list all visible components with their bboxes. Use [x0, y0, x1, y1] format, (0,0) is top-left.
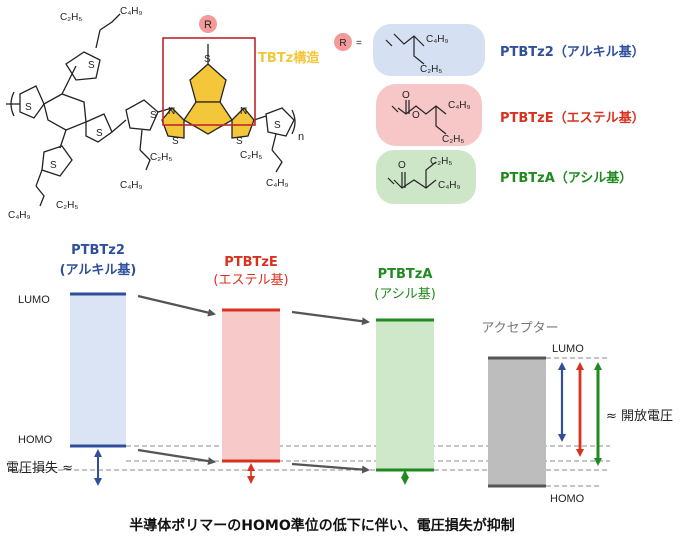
side-chain-name-ester: PTBTzE（エステル基）	[500, 110, 645, 126]
right-bracket	[291, 109, 296, 135]
alkyl-top	[99, 13, 121, 31]
lumo-label-acceptor: LUMO	[552, 343, 584, 355]
atom-s: S	[236, 136, 243, 147]
tbtz-thiophene-top	[189, 63, 227, 103]
polymer-group-ptbtze: (エステル基)	[213, 273, 288, 288]
label-c2h5: C₂H₅	[60, 12, 82, 23]
label-c4h9: C₄H₉	[120, 180, 143, 191]
tbtz-highlight-box	[162, 37, 256, 126]
acyl-o: O	[398, 160, 406, 171]
r-substituent-circle	[199, 15, 217, 33]
atom-labels: S S S S S S N S N S S	[25, 54, 281, 171]
arrow-homo-2	[291, 462, 370, 474]
label-c2h5: C₂H₅	[150, 152, 172, 163]
atom-s: S	[204, 54, 211, 65]
arrow-homo-1	[137, 448, 216, 466]
bond-top-pendant	[61, 65, 77, 95]
label-c4h9: C₄H₉	[120, 6, 143, 17]
label-c2h5: C₂H₅	[56, 200, 78, 211]
polymer-name-ptbtza: PTBTzA	[378, 267, 433, 282]
bdt-thiophene-right	[85, 113, 113, 143]
r-key-equals: =	[356, 38, 362, 49]
bar-ptbtz2	[70, 294, 126, 446]
repeat-subscript: n	[298, 131, 304, 143]
bond-bridge-left	[111, 119, 127, 133]
level-shift-arrows	[137, 294, 370, 474]
ester-chain-drawing	[391, 100, 447, 135]
alkyl-bridge	[139, 149, 151, 171]
acyl-chain-drawing	[387, 161, 437, 189]
bond-top-chain	[95, 29, 101, 49]
atom-s: S	[274, 120, 281, 131]
thiophene-bottom	[41, 145, 73, 177]
alkyl-c4h9: C₄H₉	[426, 34, 449, 45]
ester-o-carbonyl: O	[402, 90, 410, 101]
atom-s: S	[172, 136, 179, 147]
acyl-c4h9: C₄H₉	[438, 180, 461, 191]
tbtz-label: TBTz構造	[258, 50, 320, 66]
ester-c2h5: C₂H₅	[442, 134, 464, 145]
label-c4h9: C₄H₉	[266, 178, 289, 189]
polymer-structure	[6, 13, 296, 207]
acyl-c2h5: C₂H₅	[430, 156, 452, 167]
atom-s: S	[25, 102, 32, 113]
bond-bottom-pendant	[59, 129, 67, 149]
atom-s: S	[150, 110, 157, 121]
atom-n: N	[240, 106, 247, 117]
alkyl-c2h5: C₂H₅	[420, 64, 442, 75]
atom-s: S	[96, 128, 103, 139]
side-chain-pill-ester	[376, 84, 482, 146]
label-c2h5: C₂H₅	[240, 150, 262, 161]
thiophene-bridge-right	[265, 107, 295, 137]
lumo-label-left: LUMO	[18, 294, 50, 306]
bar-ptbtze	[222, 310, 280, 461]
r-substituent-label: R	[204, 19, 212, 31]
homo-label-acceptor: HOMO	[550, 493, 585, 505]
alkyl-chain-drawing	[385, 33, 425, 65]
bdt-thiophene-left	[19, 85, 45, 119]
figure-caption: 半導体ポリマーのHOMO準位の低下に伴い、電圧損失が抑制	[129, 517, 514, 534]
side-chain-name-alkyl: PTBTz2（アルキル基）	[500, 44, 645, 60]
acceptor-label: アクセプター	[481, 321, 558, 336]
label-c4h9: C₄H₉	[8, 210, 31, 221]
ester-c4h9: C₄H₉	[448, 100, 471, 111]
ester-o-ether: O	[412, 110, 420, 121]
atom-s: S	[88, 60, 95, 71]
polymer-group-ptbtza: (アシル基)	[374, 287, 436, 302]
side-chain-pill-alkyl	[373, 24, 485, 76]
r-key-letter: R	[339, 38, 346, 49]
bond-bridge-right	[253, 115, 267, 121]
voltage-loss-label: 電圧損失 ≈	[6, 461, 73, 476]
atom-n: N	[168, 106, 175, 117]
bdt-benzene	[43, 93, 87, 131]
homo-label-left: HOMO	[18, 434, 53, 446]
alkyl-labels: C₂H₅ C₄H₉ C₄H₉ C₂H₅ C₂H₅ C₄H₉ C₂H₅ C₄H₉	[8, 6, 289, 221]
thiophene-top	[65, 51, 101, 81]
bar-ptbtza	[376, 320, 434, 470]
arrow-lumo-2	[291, 310, 370, 326]
alkyl-bottom	[35, 185, 45, 207]
alkyl-right	[271, 149, 283, 173]
bar-acceptor	[488, 358, 546, 486]
r-key-circle	[334, 33, 352, 51]
bond-bottom-chain	[35, 169, 43, 187]
bond-to-tbtz	[157, 107, 173, 113]
polymer-name-ptbtze: PTBTzE	[224, 255, 278, 270]
atom-s: S	[50, 160, 57, 171]
tbtz-thiazole-right	[231, 107, 255, 139]
bond-bridge-chain	[139, 129, 143, 151]
side-chain-name-acyl: PTBTzA（アシル基）	[500, 170, 632, 186]
voc-label: ≈ 開放電圧	[606, 409, 673, 424]
polymer-group-ptbtz2: (アルキル基)	[60, 262, 137, 278]
polymer-name-ptbtz2: PTBTz2	[71, 243, 125, 258]
bond-right-chain	[271, 133, 277, 151]
thiophene-bridge-left	[125, 99, 159, 131]
tbtz-benzene	[183, 101, 233, 135]
arrow-lumo-1	[137, 294, 216, 317]
